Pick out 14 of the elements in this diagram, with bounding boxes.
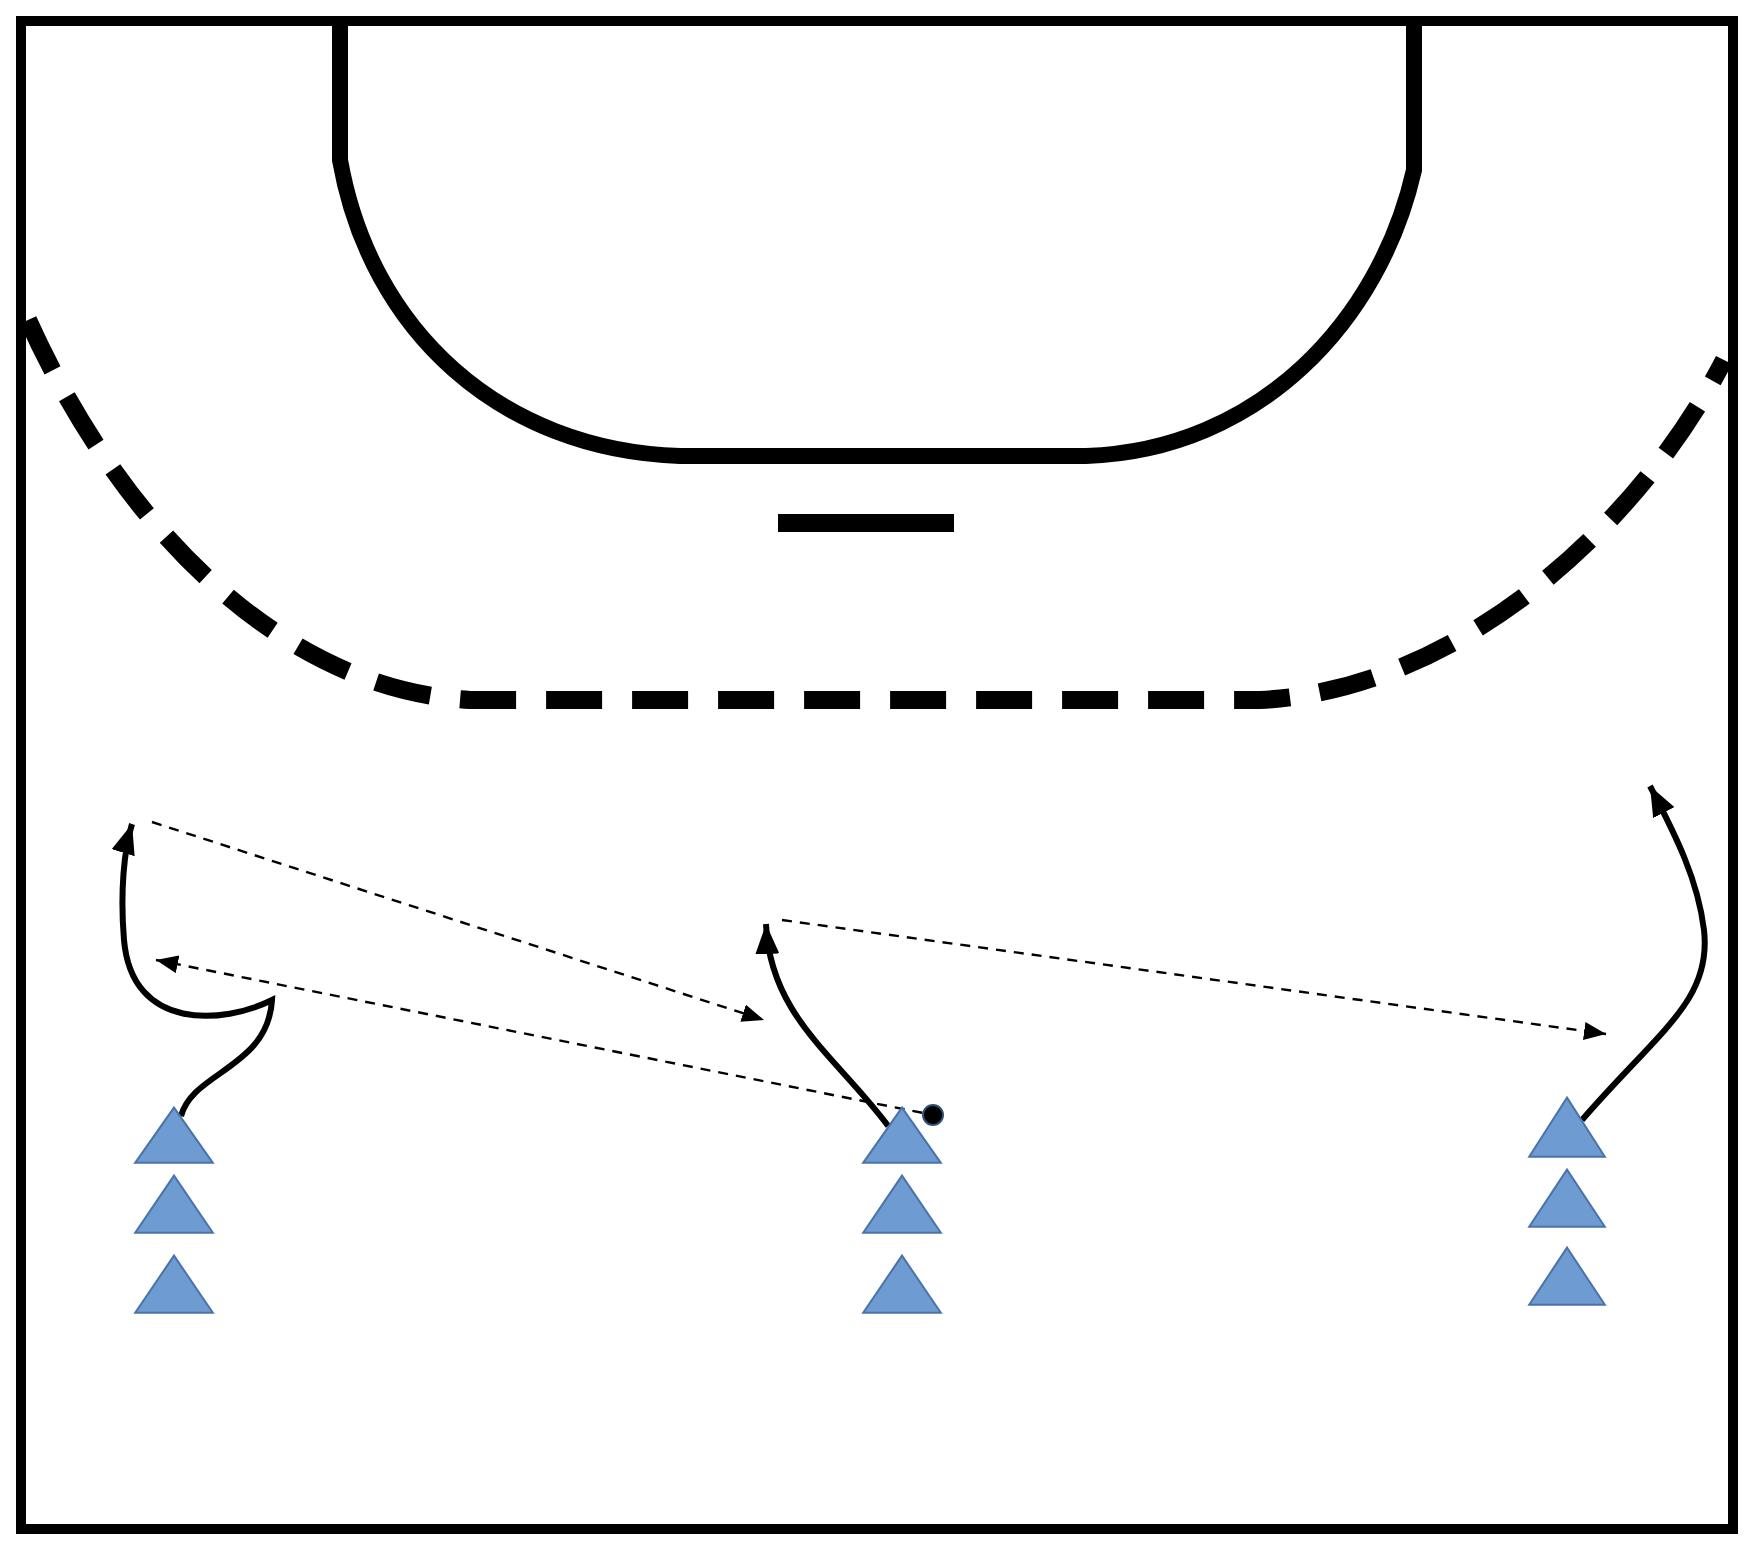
triangle-marker (134, 1106, 214, 1164)
arrow (1579, 784, 1708, 1122)
arrow (756, 923, 891, 1128)
triangle-marker (862, 1174, 942, 1234)
triangle-marker (134, 1174, 214, 1234)
triangle-marker (862, 1106, 942, 1164)
arrow (113, 823, 275, 1118)
triangle-marker (1528, 1096, 1606, 1158)
triangle-marker (862, 1254, 942, 1314)
triangle-marker (134, 1254, 214, 1314)
ball (922, 1104, 944, 1126)
triangle-marker (1528, 1246, 1606, 1306)
triangle-marker (1528, 1168, 1606, 1228)
dashed-arrow (155, 954, 923, 1114)
